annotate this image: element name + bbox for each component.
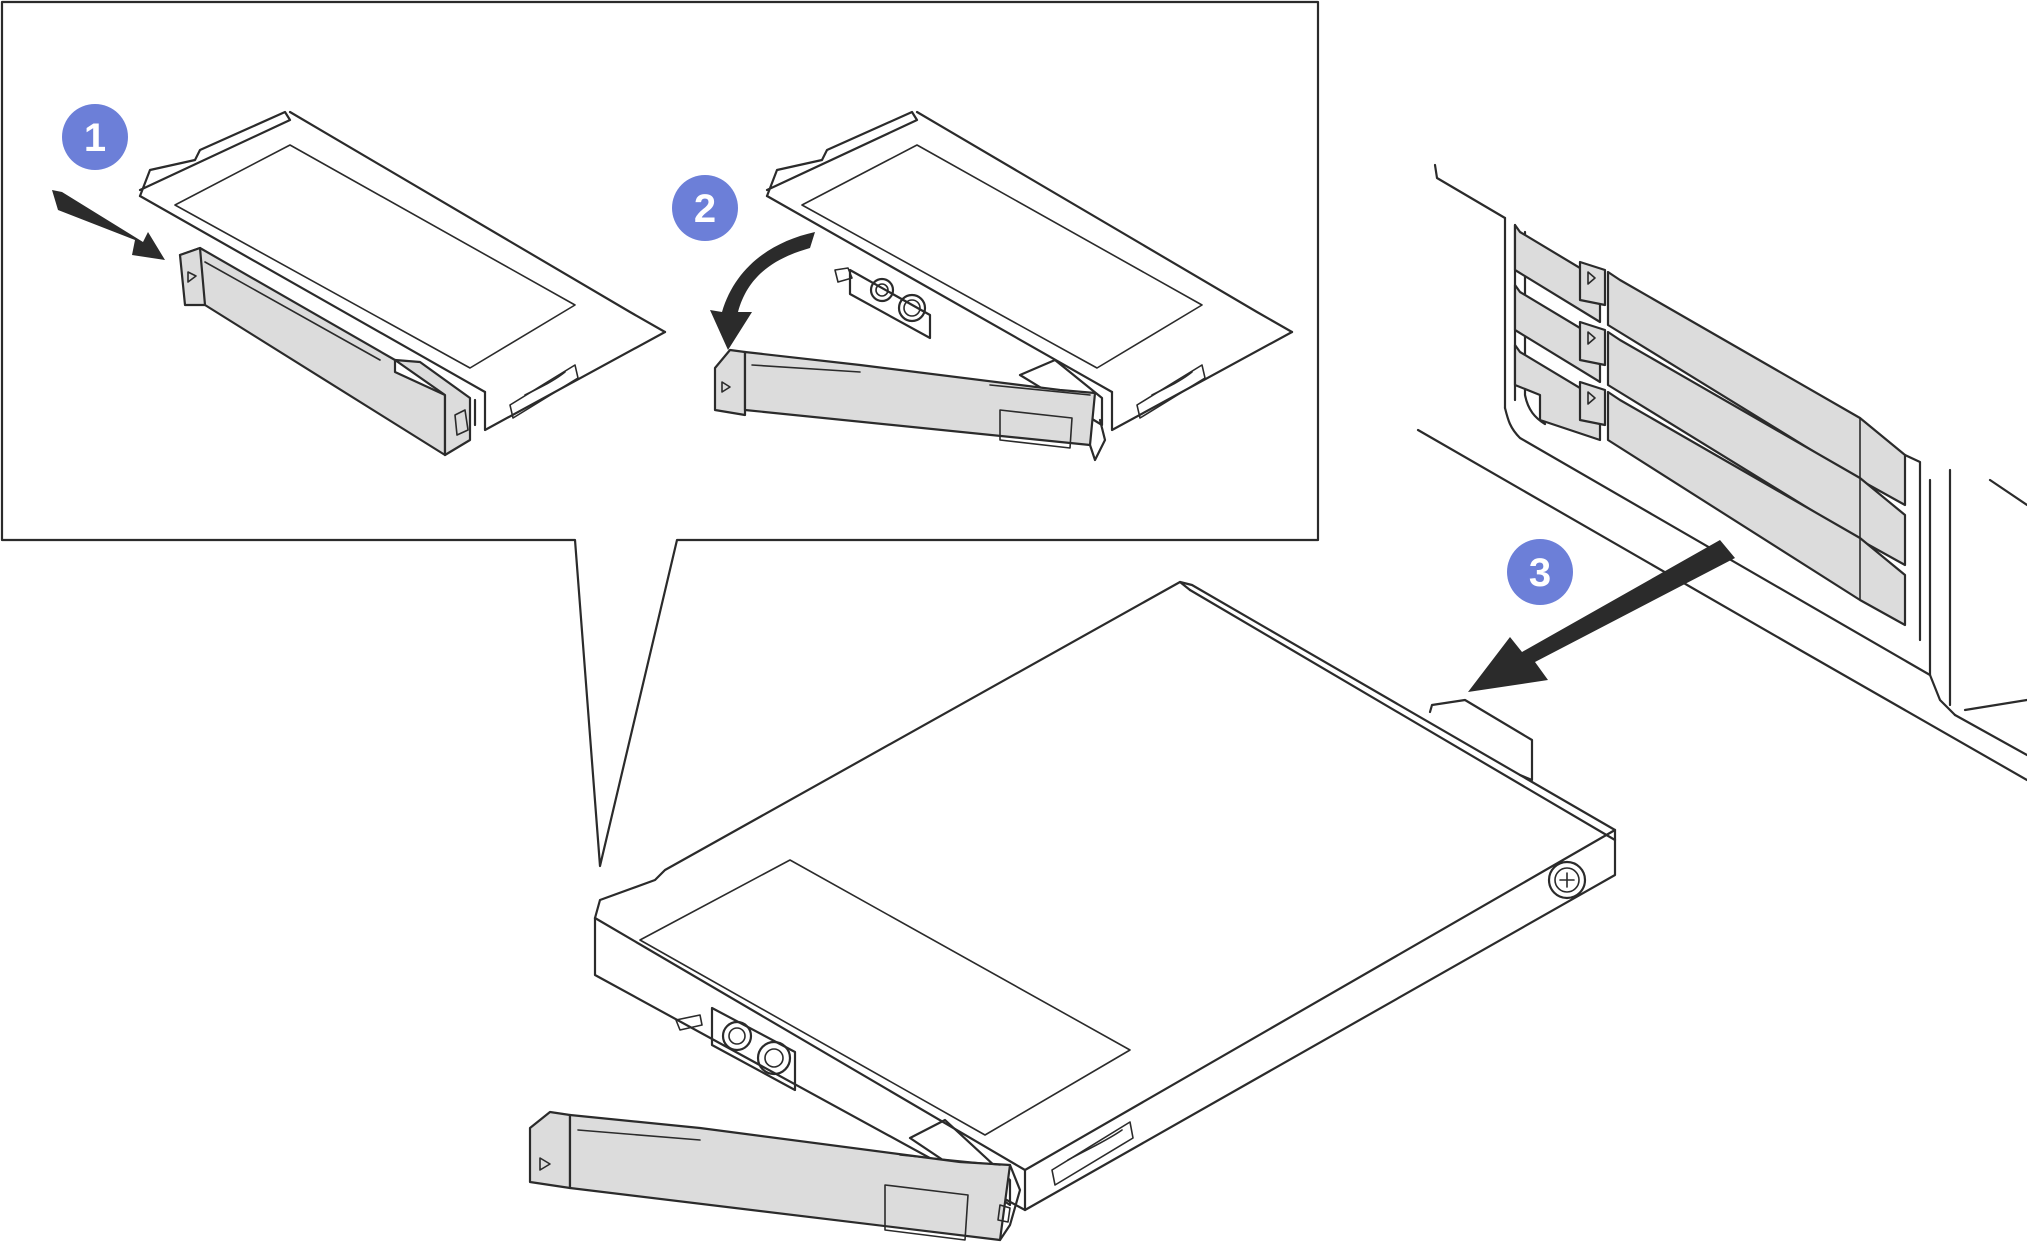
drive-bay-3 [1513, 343, 1922, 642]
server-chassis [1416, 163, 2027, 782]
straight-arrow-icon [52, 190, 165, 260]
step-badge-1: 1 [62, 104, 128, 170]
step2-drive-open [713, 110, 1294, 462]
drive-bay-1 [1513, 223, 1907, 507]
step-badge-3: 3 [1507, 539, 1573, 605]
step1-drive-closed [138, 110, 667, 457]
step-badge-3-label: 3 [1529, 551, 1551, 595]
screw-icon [1547, 860, 1587, 900]
step-badge-1-label: 1 [84, 116, 106, 160]
release-button-triangle-icon [187, 271, 197, 283]
pull-out-arrow-icon [1468, 540, 1735, 692]
detail-callout [0, 0, 1320, 868]
release-button-triangle-icon-3 [539, 1157, 551, 1171]
step-badge-2-label: 2 [694, 187, 716, 231]
drive-bay-2 [1513, 283, 1907, 567]
curved-arrow-icon [710, 232, 815, 350]
release-button-triangle-icon-2 [721, 381, 731, 393]
step-badge-2: 2 [672, 175, 738, 241]
main-drive-removed [528, 580, 1617, 1242]
